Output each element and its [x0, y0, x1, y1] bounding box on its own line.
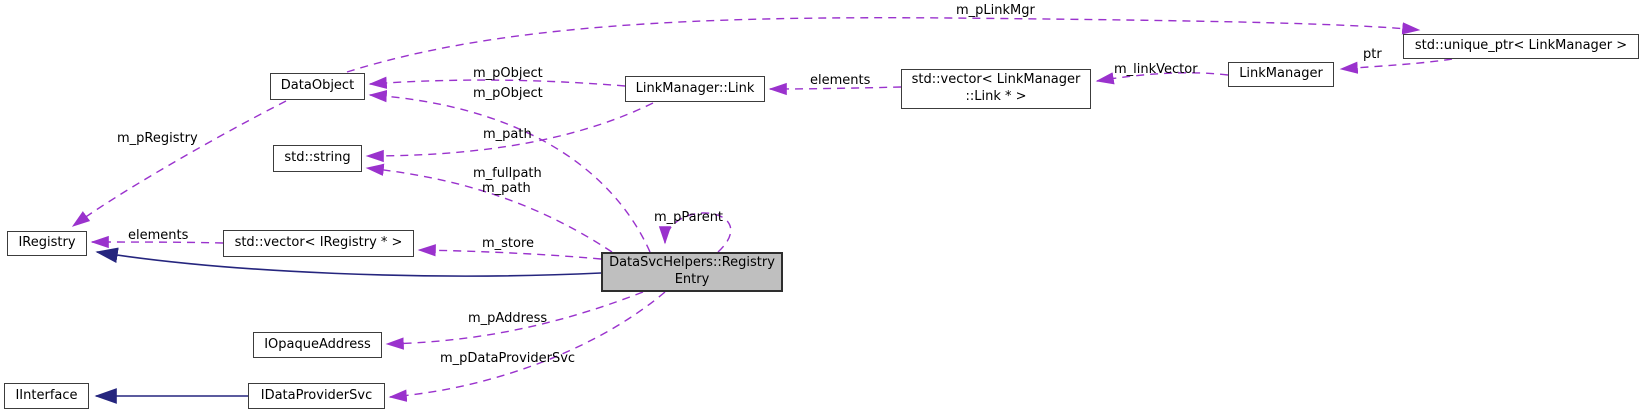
edge-label-m-linkvector: m_linkVector [1114, 62, 1198, 77]
edge-label-m-fullpath: m_fullpath [473, 166, 542, 181]
edge-label-ptr: ptr [1363, 47, 1382, 62]
class-node-label: IInterface [15, 387, 78, 403]
class-node-dataobject[interactable]: DataObject [270, 73, 365, 100]
class-node-label: IOpaqueAddress [264, 336, 371, 352]
class-node-label: std::unique_ptr< LinkManager > [1414, 38, 1628, 54]
class-node-label-line2: Entry [674, 272, 710, 287]
edge-label-m-pobject-entry: m_pObject [473, 86, 543, 101]
edge-ptr [1339, 58, 1453, 74]
edge-label-m-paddress: m_pAddress [468, 311, 548, 326]
class-node-vector-iregistry[interactable]: std::vector< IRegistry * > [223, 230, 414, 257]
edge-m-pparent-selfloop [658, 212, 732, 253]
edge-label-m-path-link: m_path [483, 127, 532, 142]
class-node-label: std::vector< IRegistry * > [234, 235, 403, 251]
edge-label-elements-link: elements [810, 73, 871, 88]
edge-elements-link [768, 82, 902, 96]
class-node-label-line2: ::Link * > [965, 89, 1027, 104]
class-node-linkmanager[interactable]: LinkManager [1228, 62, 1334, 87]
class-node-unique-ptr-linkmanager[interactable]: std::unique_ptr< LinkManager > [1403, 34, 1639, 59]
class-node-registry-entry: DataSvcHelpers::Registry Entry [601, 252, 783, 292]
edge-label-m-pdataprovidersvc: m_pDataProviderSvc [440, 351, 576, 366]
class-node-label-line1: DataSvcHelpers::Registry [609, 255, 775, 271]
edge-m-pobject-entry [368, 89, 651, 253]
class-node-iinterface[interactable]: IInterface [4, 383, 89, 409]
edge-label-m-plinkmgr: m_pLinkMgr [956, 3, 1035, 18]
class-node-linkmanager-link[interactable]: LinkManager::Link [625, 76, 765, 102]
edge-m-pobject-link [368, 76, 626, 89]
class-node-std-string[interactable]: std::string [273, 145, 362, 172]
class-node-iregistry[interactable]: IRegistry [7, 231, 87, 256]
class-node-label: IDataProviderSvc [260, 387, 373, 403]
edge-label-m-store: m_store [482, 236, 535, 251]
class-node-label: DataObject [280, 78, 355, 94]
edge-m-pdataprovidersvc [388, 291, 666, 402]
class-node-label-line1: std::vector< LinkManager [911, 72, 1081, 88]
class-node-label: std::string [284, 150, 351, 166]
edge-m-plinkmgr [346, 17, 1421, 73]
edge-m-paddress [385, 291, 644, 350]
edge-label-elements-iregistry: elements [128, 228, 189, 243]
edge-m-pregistry [71, 100, 287, 227]
edge-m-store [417, 244, 602, 260]
edge-label-m-pregistry: m_pRegistry [117, 131, 198, 146]
edge-label-m-pobject-link: m_pObject [473, 66, 543, 81]
edge-m-fullpath-entry [365, 163, 613, 253]
class-node-iopaque-address[interactable]: IOpaqueAddress [253, 332, 382, 358]
edge-inherit-iregistry [95, 247, 602, 277]
edge-label-m-pparent: m_pParent [654, 210, 724, 225]
class-node-label: LinkManager::Link [635, 80, 755, 96]
class-node-label: IRegistry [18, 235, 76, 251]
class-node-label: LinkManager [1239, 66, 1323, 82]
edge-m-path-link [365, 102, 654, 163]
class-node-vector-linkmanager-link[interactable]: std::vector< LinkManager ::Link * > [901, 69, 1091, 109]
edge-m-linkvector [1095, 72, 1229, 85]
class-node-idataprovider-svc[interactable]: IDataProviderSvc [248, 383, 385, 409]
edge-elements-iregistry [90, 235, 224, 249]
edge-label-m-path-entry: m_path [482, 181, 531, 196]
